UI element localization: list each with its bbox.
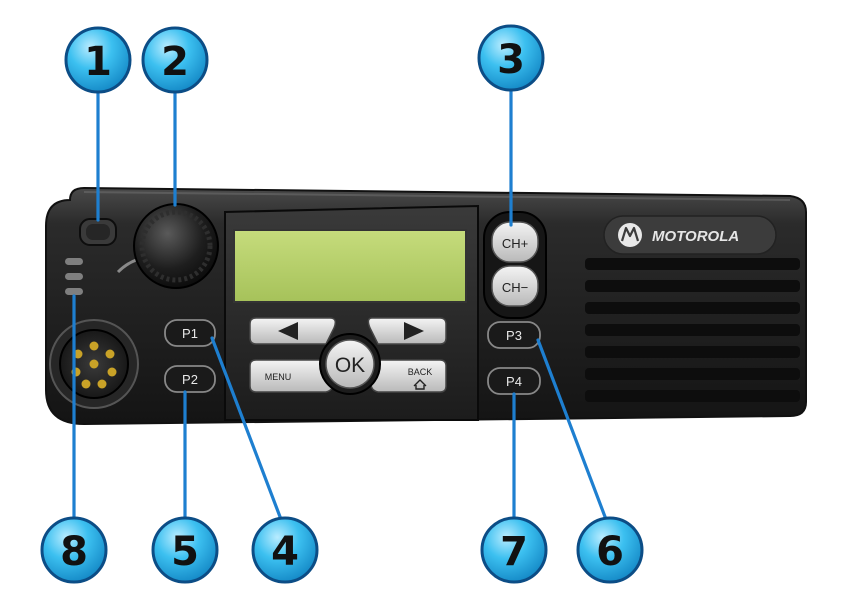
- callout-2-label: 2: [161, 39, 189, 85]
- p4-button[interactable]: P4: [487, 367, 541, 395]
- callout-7-label: 7: [500, 529, 528, 575]
- callout-1-label: 1: [84, 39, 112, 85]
- p2-label: P2: [182, 372, 198, 387]
- callout-3: 3: [477, 24, 545, 92]
- p1-button[interactable]: P1: [164, 319, 216, 347]
- callout-3-label: 3: [497, 37, 525, 83]
- p1-label: P1: [182, 326, 198, 341]
- ch-up-label: CH+: [502, 236, 528, 251]
- callout-1: 1: [64, 26, 132, 94]
- p3-label: P3: [506, 328, 522, 343]
- power-button[interactable]: [79, 218, 117, 246]
- menu-label: MENU: [265, 372, 292, 382]
- right-arrow-button[interactable]: [367, 317, 447, 345]
- callout-6: 6: [576, 516, 644, 584]
- p2-button[interactable]: P2: [164, 365, 216, 393]
- leader-line-4: [210, 336, 284, 524]
- callout-7: 7: [480, 516, 548, 584]
- p3-button[interactable]: P3: [487, 321, 541, 349]
- channel-down-button[interactable]: CH−: [491, 265, 539, 307]
- triangle-left-icon: [278, 322, 298, 340]
- home-icon: [413, 379, 427, 390]
- triangle-right-icon: [404, 322, 424, 340]
- motorola-batwing-icon: [618, 223, 642, 247]
- callout-8-label: 8: [60, 529, 88, 575]
- leader-lines: [72, 88, 609, 524]
- accessory-connector: [49, 319, 139, 409]
- motorola-logo: MOTOROLA: [603, 215, 777, 255]
- p4-label: P4: [506, 374, 522, 389]
- callout-4: 4: [251, 516, 319, 584]
- ch-down-label: CH−: [502, 280, 528, 295]
- callout-4-label: 4: [271, 529, 299, 575]
- led-indicators: [65, 258, 83, 295]
- ok-label: OK: [335, 354, 365, 377]
- leader-line-6: [536, 338, 609, 524]
- callout-5: 5: [151, 516, 219, 584]
- ok-button[interactable]: OK: [319, 333, 381, 395]
- callout-8: 8: [40, 516, 108, 584]
- speaker-grille: [585, 258, 800, 402]
- lcd-display: [233, 229, 467, 303]
- callout-2: 2: [141, 26, 209, 94]
- left-arrow-button[interactable]: [249, 317, 337, 345]
- back-label: BACK: [408, 367, 433, 377]
- back-home-button[interactable]: BACK: [370, 359, 447, 393]
- channel-up-button[interactable]: CH+: [491, 221, 539, 263]
- brand-name: MOTOROLA: [652, 228, 739, 245]
- callout-5-label: 5: [171, 529, 199, 575]
- callout-6-label: 6: [596, 529, 624, 575]
